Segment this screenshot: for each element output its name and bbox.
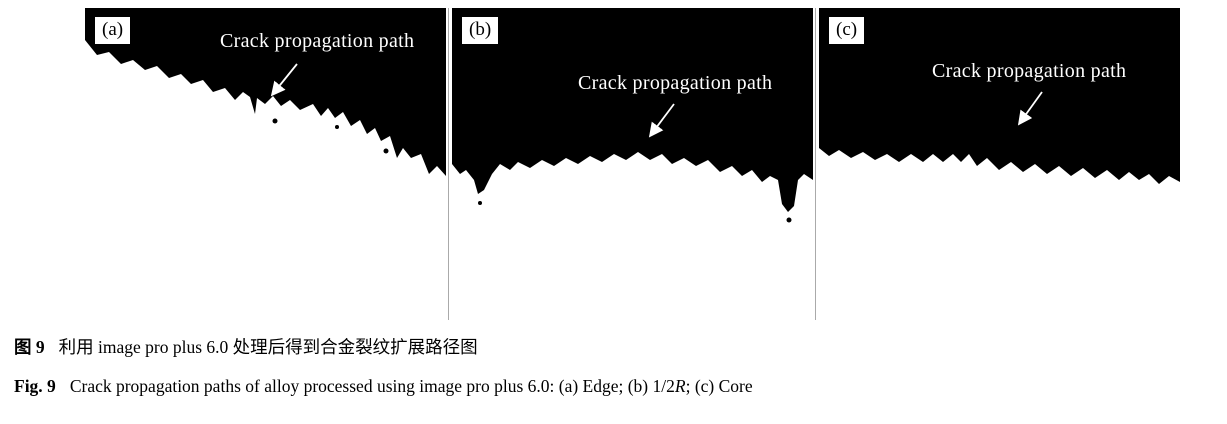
caption-english-text-end: ; (c) Core [685,376,753,396]
figure-image: (a) Crack propagation path (b) Crack pro… [85,8,1180,320]
crack-annotation-a: Crack propagation path [220,30,415,52]
panel-label-c: (c) [828,16,866,45]
panel-divider [813,8,819,320]
caption-chinese-text: 利用 image pro plus 6.0 处理后得到合金裂纹扩展路径图 [58,337,478,357]
crack-annotation-b: Crack propagation path [578,72,773,94]
panel-label-b: (b) [461,16,500,45]
figure-panel-c: (c) Crack propagation path [819,8,1180,320]
caption-english-text: Crack propagation paths of alloy process… [69,376,675,396]
crack-region-image-a [85,8,446,176]
crack-annotation-c: Crack propagation path [932,60,1127,82]
divider-line [815,8,816,320]
caption-english: Fig. 9 Crack propagation paths of alloy p… [14,376,753,397]
crack-region-image-b [452,8,813,223]
caption-english-italic: R [674,376,686,396]
divider-line [448,8,449,320]
caption-chinese: 图 9 利用 image pro plus 6.0 处理后得到合金裂纹扩展路径图 [14,334,478,359]
caption-chinese-number: 图 9 [14,337,45,357]
arrow-icon [648,103,675,138]
caption-english-number: Fig. 9 [14,376,56,396]
arrow-icon [270,63,298,97]
arrow-icon [1017,91,1043,126]
figure-panel-a: (a) Crack propagation path [85,8,446,320]
panel-label-a: (a) [94,16,132,45]
panel-divider [446,8,452,320]
figure-panel-b: (b) Crack propagation path [452,8,813,320]
crack-region-image-c [819,8,1180,184]
